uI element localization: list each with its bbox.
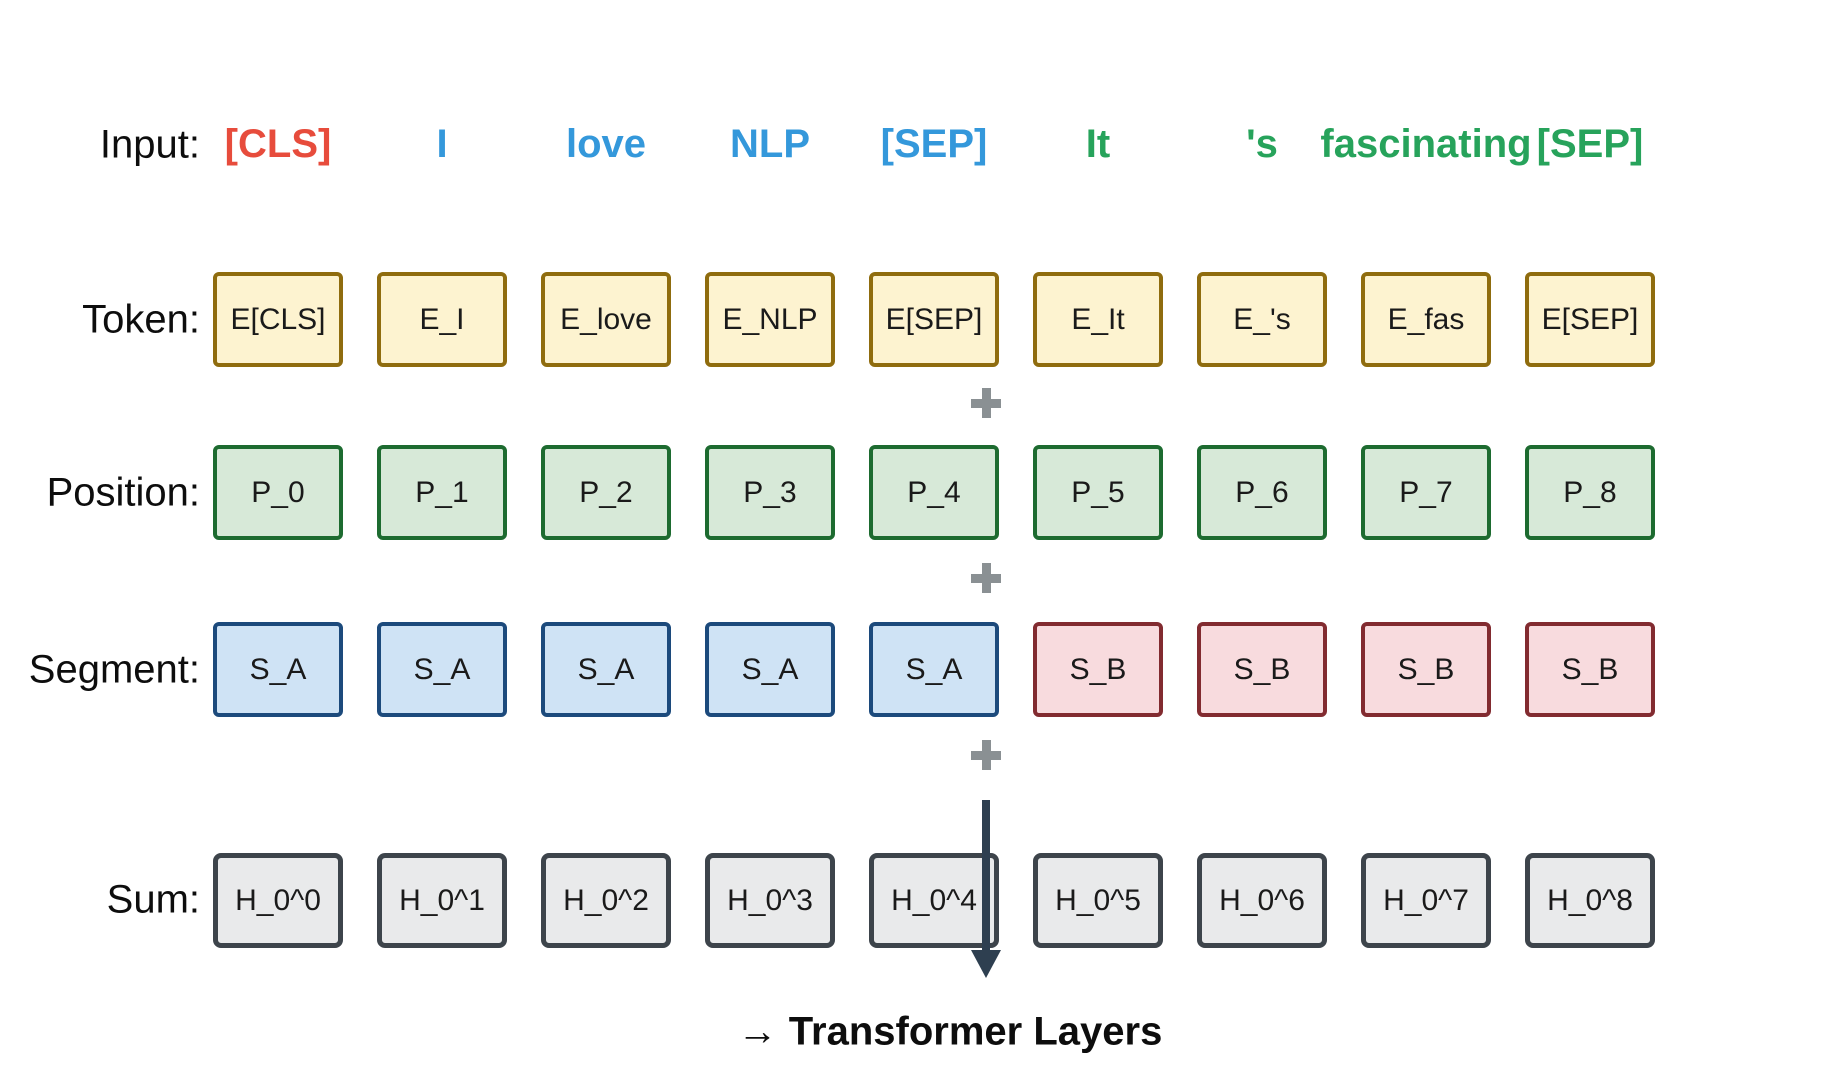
segment-row-label: Segment: xyxy=(28,647,200,692)
segment-b-cell: S_B xyxy=(1361,622,1491,717)
position-embedding-cell: P_1 xyxy=(377,445,507,540)
input-token-row: [CLS] I love NLP [SEP] It 's fascinating… xyxy=(213,112,1655,176)
segment-a-cell: S_A xyxy=(377,622,507,717)
sum-cell: H_0^7 xyxy=(1361,853,1491,948)
position-embedding-cell: P_4 xyxy=(869,445,999,540)
sum-row-label: Sum: xyxy=(106,877,200,922)
token-embedding-cell: E_It xyxy=(1033,272,1163,367)
down-arrow-icon xyxy=(982,800,990,950)
token-embedding-cell: E_I xyxy=(377,272,507,367)
sum-cell: H_0^6 xyxy=(1197,853,1327,948)
input-token-sep1: [SEP] xyxy=(880,121,988,166)
token-row-label: Token: xyxy=(82,297,200,342)
input-token-it: It xyxy=(1085,121,1111,166)
segment-a-cell: S_A xyxy=(869,622,999,717)
sum-cell: H_0^5 xyxy=(1033,853,1163,948)
sum-cell: H_0^8 xyxy=(1525,853,1655,948)
input-token-i: I xyxy=(436,121,448,166)
input-row-label: Input: xyxy=(99,122,200,167)
token-embedding-cell: E_love xyxy=(541,272,671,367)
token-embedding-row: E[CLS] E_I E_love E_NLP E[SEP] E_It E_'s… xyxy=(213,272,1655,367)
plus-icon xyxy=(971,563,1001,593)
segment-a-cell: S_A xyxy=(213,622,343,717)
sum-cell: H_0^2 xyxy=(541,853,671,948)
sum-cell: H_0^1 xyxy=(377,853,507,948)
sum-cell: H_0^4 xyxy=(869,853,999,948)
segment-b-cell: S_B xyxy=(1197,622,1327,717)
sum-cell: H_0^0 xyxy=(213,853,343,948)
position-embedding-cell: P_8 xyxy=(1525,445,1655,540)
position-embedding-cell: P_0 xyxy=(213,445,343,540)
position-embedding-cell: P_5 xyxy=(1033,445,1163,540)
segment-a-cell: S_A xyxy=(541,622,671,717)
input-token-love: love xyxy=(565,121,647,166)
token-embedding-cell: E_'s xyxy=(1197,272,1327,367)
token-embedding-cell: E[SEP] xyxy=(869,272,999,367)
segment-a-cell: S_A xyxy=(705,622,835,717)
sum-row: H_0^0 H_0^1 H_0^2 H_0^3 H_0^4 H_0^5 H_0^… xyxy=(213,853,1655,948)
transformer-layers-caption: → Transformer Layers xyxy=(737,1009,1163,1054)
segment-embedding-row: S_A S_A S_A S_A S_A S_B S_B S_B S_B xyxy=(213,622,1655,717)
position-embedding-cell: P_6 xyxy=(1197,445,1327,540)
plus-icon xyxy=(971,740,1001,770)
token-embedding-cell: E[SEP] xyxy=(1525,272,1655,367)
input-token-fascinating: fascinating xyxy=(1320,121,1532,166)
input-token-nlp: NLP xyxy=(730,121,810,166)
token-embedding-cell: E_fas xyxy=(1361,272,1491,367)
sum-cell: H_0^3 xyxy=(705,853,835,948)
input-token-apostrophe-s: 's xyxy=(1246,121,1278,166)
token-embedding-cell: E[CLS] xyxy=(213,272,343,367)
token-embedding-cell: E_NLP xyxy=(705,272,835,367)
position-embedding-cell: P_2 xyxy=(541,445,671,540)
plus-icon xyxy=(971,388,1001,418)
segment-b-cell: S_B xyxy=(1033,622,1163,717)
position-embedding-cell: P_3 xyxy=(705,445,835,540)
position-embedding-cell: P_7 xyxy=(1361,445,1491,540)
segment-b-cell: S_B xyxy=(1525,622,1655,717)
input-token-sep2: [SEP] xyxy=(1536,121,1644,166)
input-token-cls: [CLS] xyxy=(224,121,332,166)
position-row-label: Position: xyxy=(46,470,200,515)
position-embedding-row: P_0 P_1 P_2 P_3 P_4 P_5 P_6 P_7 P_8 xyxy=(213,445,1655,540)
